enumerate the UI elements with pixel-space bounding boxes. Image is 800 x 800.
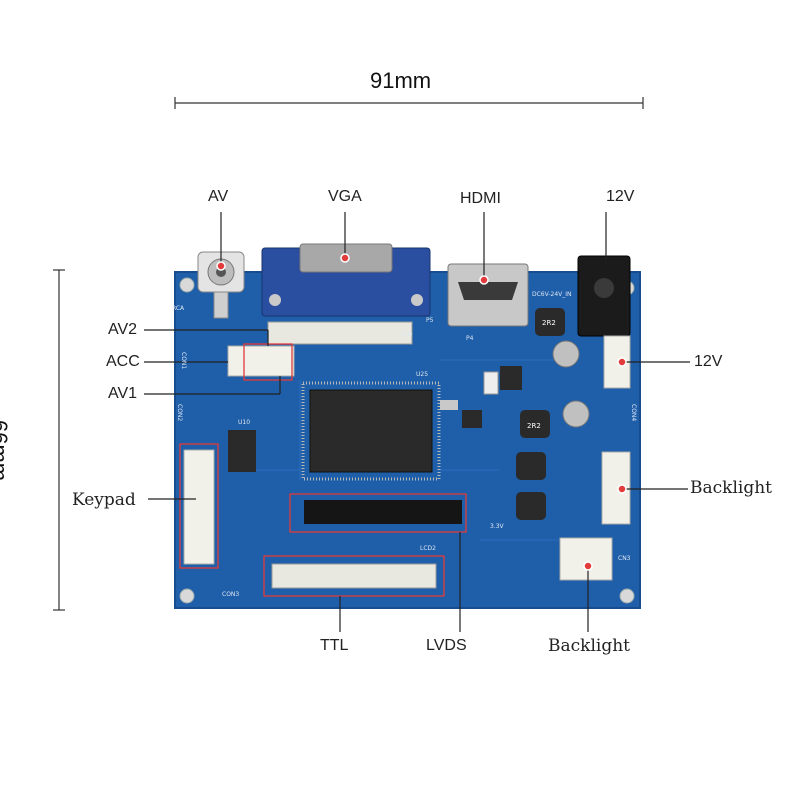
silk-volt: 3.3V <box>490 523 505 530</box>
dc-jack <box>577 255 631 337</box>
label-backlight-bottom: Backlight <box>548 636 630 656</box>
leader-lines <box>144 212 690 632</box>
hdmi-connector <box>447 263 529 327</box>
width-label: 91mm <box>370 68 432 93</box>
label-vga: VGA <box>328 188 362 205</box>
bottom-connector-backlight <box>559 537 613 581</box>
silk-con3: CON3 <box>222 591 239 598</box>
silk-u10: U10 <box>238 419 250 426</box>
silk-inductor-a: 2R2 <box>542 319 556 327</box>
acc-connector <box>227 345 295 377</box>
label-acc: ACC <box>106 353 140 370</box>
label-keypad: Keypad <box>72 490 136 510</box>
silk-p4: P4 <box>466 335 474 342</box>
highlight-ttl <box>263 555 445 597</box>
label-ttl: TTL <box>320 637 349 654</box>
lvds-header <box>304 500 462 524</box>
width-dimension-line <box>174 97 644 109</box>
label-av: AV <box>208 188 229 205</box>
silk-dc-in: DC6V-24V_IN <box>532 291 572 298</box>
inductor <box>535 308 565 336</box>
label-av1: AV1 <box>108 385 138 402</box>
label-hdmi: HDMI <box>460 190 501 207</box>
silk-cn3: CN3 <box>618 555 631 562</box>
highlight-keypad <box>179 443 219 569</box>
small-chips <box>228 366 522 472</box>
capacitors <box>483 340 590 428</box>
silk-j1d: J1D <box>401 331 413 338</box>
highlight-lvds <box>289 493 467 533</box>
silk-con2: CON2 <box>176 404 183 421</box>
silk-rca: RCA <box>172 305 185 312</box>
label-power-top: 12V <box>606 188 635 205</box>
silk-con4: CON4 <box>630 404 637 421</box>
keypad-connector <box>183 449 215 565</box>
height-label: 66mm <box>0 420 12 482</box>
label-power-right: 12V <box>694 353 723 370</box>
vga-connector <box>261 243 431 345</box>
leader-dots <box>216 253 627 571</box>
silk-u25: U25 <box>416 371 428 378</box>
label-av2: AV2 <box>108 321 138 338</box>
silk-p5: P5 <box>426 317 434 324</box>
inductor-group <box>516 410 550 520</box>
silk-inductor-b: 2R2 <box>527 422 541 430</box>
main-chip <box>301 381 441 481</box>
height-dimension-line <box>53 269 65 611</box>
ttl-connector <box>271 563 437 589</box>
rca-jack <box>197 251 245 319</box>
label-lvds: LVDS <box>426 637 467 654</box>
silk-con1: CON1 <box>180 352 187 369</box>
label-backlight-right: Backlight <box>690 478 772 498</box>
silk-lcd2: LCD2 <box>420 545 436 552</box>
